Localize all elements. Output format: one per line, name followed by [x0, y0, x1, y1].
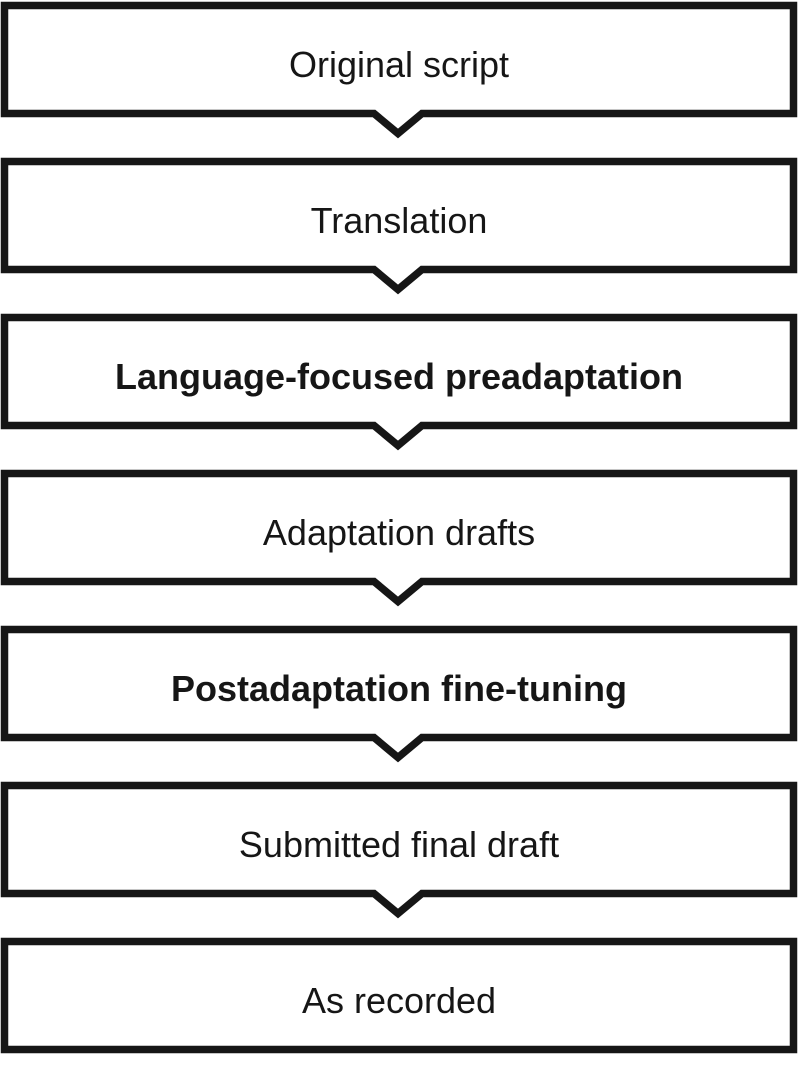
- stage-label: Language-focused preadaptation: [114, 356, 684, 397]
- stage-label: Translation: [310, 200, 488, 241]
- stage-box-with-down-chevron: [0, 781, 798, 919]
- box-outline-down-chevron-icon: [0, 625, 798, 763]
- flow-stage-postadaptation-fine-tuning: Postadaptation fine-tuning: [0, 625, 800, 763]
- flow-stage-translation: Translation: [0, 157, 800, 295]
- flow-stage-as-recorded: As recorded: [0, 937, 800, 1054]
- box-outline-down-chevron-icon: [0, 469, 798, 607]
- box-outline-down-chevron-icon: [0, 157, 798, 295]
- box-outline-down-chevron-icon: [0, 781, 798, 919]
- box-outline-down-chevron-icon: [0, 313, 798, 451]
- stage-box: [0, 937, 798, 1054]
- flow-stage-adaptation-drafts: Adaptation drafts: [0, 469, 800, 607]
- box-outline: [0, 937, 798, 1054]
- stage-box-with-down-chevron: [0, 625, 798, 763]
- stage-label: Submitted final draft: [238, 824, 560, 865]
- stage-box-with-down-chevron: [0, 1, 798, 139]
- box-outline-down-chevron-icon: [0, 1, 798, 139]
- stage-box-with-down-chevron: [0, 313, 798, 451]
- process-flowchart: Original script Translation Language-foc…: [0, 1, 800, 1054]
- stage-label: Adaptation drafts: [262, 512, 536, 553]
- stage-box-with-down-chevron: [0, 469, 798, 607]
- stage-label: As recorded: [301, 980, 497, 1021]
- stage-label: Postadaptation fine-tuning: [171, 668, 627, 709]
- stage-label: Original script: [288, 44, 510, 85]
- stage-box-with-down-chevron: [0, 157, 798, 295]
- flow-stage-original-script: Original script: [0, 1, 800, 139]
- flow-stage-language-focused-preadaptation: Language-focused preadaptation: [0, 313, 800, 451]
- flow-stage-submitted-final-draft: Submitted final draft: [0, 781, 800, 919]
